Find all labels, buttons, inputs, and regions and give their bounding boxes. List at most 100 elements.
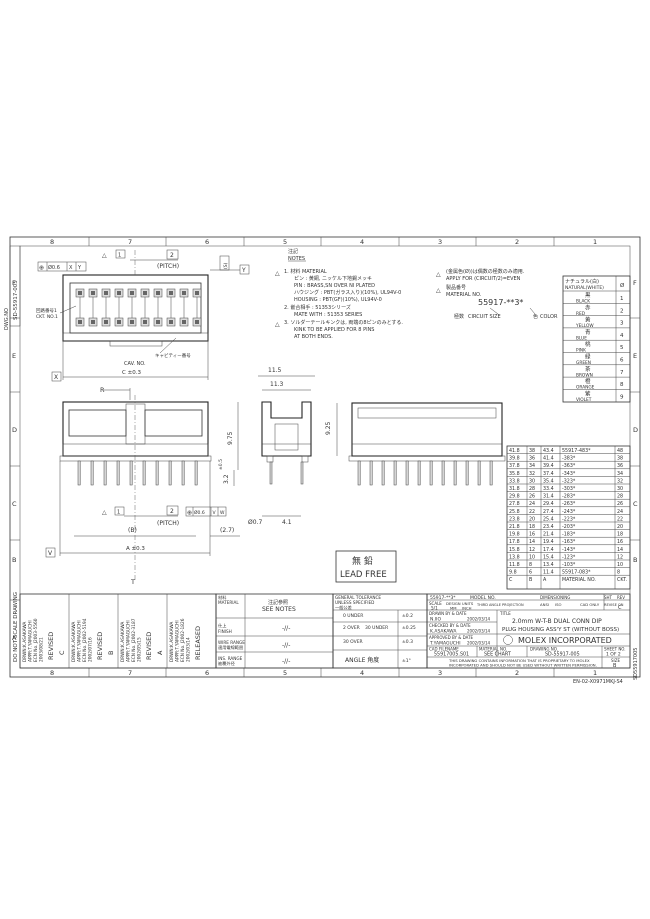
section-r-label: R	[100, 386, 105, 394]
matno-label: MATERIAL NO.	[446, 292, 482, 298]
color-name-jp: 茶	[585, 365, 591, 373]
color-name: BROWN	[576, 372, 593, 378]
color-name: YELLOW	[575, 323, 594, 329]
tol-symbol: ⊕	[187, 510, 192, 517]
rev-title: REVISED	[96, 632, 104, 660]
border-column-labels: 8 7 6 5 4 3 2 1 8 7 6 5 4 3 2 1	[50, 238, 597, 677]
dim-cell: -183*	[562, 532, 576, 538]
tol-value: ±0.25	[402, 625, 416, 631]
color-name-jp: 橙	[585, 377, 591, 385]
approved-by: T.YAMAGUCHI	[429, 641, 461, 647]
dim-cell: 12	[529, 547, 535, 553]
note-3-jp: 3. ソルダーテールキンクは, 両端の8ピンのみとする.	[284, 319, 403, 326]
side-view: 11.5 11.3 9.75 3.2 ±0.5 Ø0.7 4.1	[218, 367, 315, 526]
color-label: COLOR	[540, 314, 558, 320]
col-label: 6	[205, 238, 209, 246]
warning-triangle-icon: △	[436, 271, 441, 278]
dim-cell: 32	[529, 471, 535, 477]
color-code: 8	[620, 382, 624, 388]
dim-cell: 24	[529, 501, 535, 507]
a-dimension: A ±0.3	[126, 546, 145, 552]
cav-no: CAV. NO.	[124, 361, 146, 367]
wire-range-jp: 適用電線範囲	[218, 644, 243, 651]
note-1-pin: PIN : BRASS,SN OVER NI PLATED	[294, 283, 375, 289]
color-name-jp: 緑	[585, 353, 591, 361]
dim-cell: 35.4	[543, 478, 554, 484]
col-label: 2	[515, 669, 519, 677]
dim-4-1: 4.1	[282, 519, 292, 526]
cad-file-label: CAD FILENAME	[429, 647, 459, 652]
dim-cell: 9.8	[509, 570, 517, 576]
note-2-jp: 2. 嵌合相手 : 51353シリーズ	[284, 304, 351, 311]
col-label: 1	[593, 669, 597, 677]
dim-cell: 43.4	[543, 448, 554, 454]
dim-cell: 38	[617, 456, 623, 462]
dim-cell: 20	[617, 524, 623, 530]
color-code: 4	[620, 333, 624, 339]
color-code: 1	[620, 296, 624, 302]
row-label: B	[633, 556, 637, 564]
solder-tail	[116, 460, 120, 486]
circuit-no-jp: 回路番号1	[36, 307, 57, 314]
rev-value: C	[618, 605, 622, 611]
color-name: RED	[576, 311, 586, 317]
dim-cell: -203*	[562, 524, 576, 530]
color-code: 9	[620, 394, 624, 400]
notes-block: 注記 NOTES 1. 材料 MATERIAL ピン : 黄銅, ニッケル下地錫…	[275, 248, 403, 340]
drawn-by-label: DRAWN BY & DATE	[429, 611, 467, 616]
section-t-label: T	[130, 578, 135, 586]
proprietary-line-2: INCORPORATED AND SHOULD NOT BE USED WITH…	[449, 663, 597, 668]
dim-cell: 17.4	[543, 547, 554, 553]
dim-cell: -123*	[562, 554, 576, 560]
tol-datum: X	[69, 265, 73, 271]
dim-cell: -303*	[562, 486, 576, 492]
rev-letter: B	[107, 651, 115, 655]
dim-cell: -243*	[562, 509, 576, 515]
color-header-jp: ナチュラル(白)	[565, 278, 599, 285]
pin-square	[130, 291, 134, 295]
dim-cell: 8	[529, 562, 532, 568]
pin-square	[91, 320, 95, 324]
dim-cell: 6	[529, 570, 532, 576]
drawn-by: N.IIO	[430, 617, 441, 623]
dim-tol-0-5: ±0.5	[218, 459, 224, 470]
row-label: E	[12, 352, 16, 360]
dim-9-25: 9.25	[325, 421, 332, 435]
dim-cell: 16	[529, 532, 535, 538]
row-label: F	[12, 279, 16, 287]
tol-value: Ø0.6	[48, 264, 60, 271]
dim-header-cell: C	[509, 577, 513, 583]
rev-field: APPR:T.YAMAGUCHI	[28, 620, 34, 662]
rev-field: ECN No. J2002-1826	[180, 618, 186, 662]
solder-tail	[477, 460, 481, 486]
gen-tol: GENERAL TOLERANCE	[335, 595, 381, 600]
material-jp: 材料	[218, 594, 227, 601]
circuit-no: CKT. NO.1	[36, 314, 58, 320]
color-code: 3	[620, 321, 624, 327]
dim-cell: 39.4	[543, 463, 554, 469]
wire-range-label: WIRE RANGE	[218, 640, 245, 645]
pin-square	[195, 320, 199, 324]
dim-cell: 10	[529, 554, 535, 560]
rev-field: DRWN:K.ASAKAWA	[22, 622, 28, 662]
row-label: A	[12, 634, 17, 642]
units-inch: INCH	[462, 606, 472, 611]
col-label: 4	[360, 669, 364, 677]
solder-tail	[129, 460, 133, 486]
pin-square	[130, 320, 134, 324]
size-label: SIZE	[611, 658, 620, 663]
rev-field: 2003/08/21	[39, 637, 45, 662]
front-view: R T △ 1 2 (PITCH) ⊕ Ø0.6 V W (B) (2.7) A…	[45, 386, 240, 586]
warning-triangle-icon: △	[102, 509, 107, 516]
color-name-jp: 赤	[585, 303, 591, 311]
border-row-labels: F E D C B A F E D C B	[12, 279, 638, 642]
note-1-housing: HOUSING : PBT(GF)(10%), UL94V-0	[294, 297, 382, 303]
dim-cell: 36	[529, 456, 535, 462]
note-1-pin-jp: ピン : 黄銅, ニッケル下地錫メッキ	[294, 275, 372, 282]
note-3b: AT BOTH ENDS.	[294, 334, 333, 340]
angle-label: ANGLE 角度	[345, 656, 379, 664]
rev-field: 2002/03/14	[186, 637, 192, 662]
dim-cell: 28	[617, 494, 623, 500]
pin-square	[78, 320, 82, 324]
